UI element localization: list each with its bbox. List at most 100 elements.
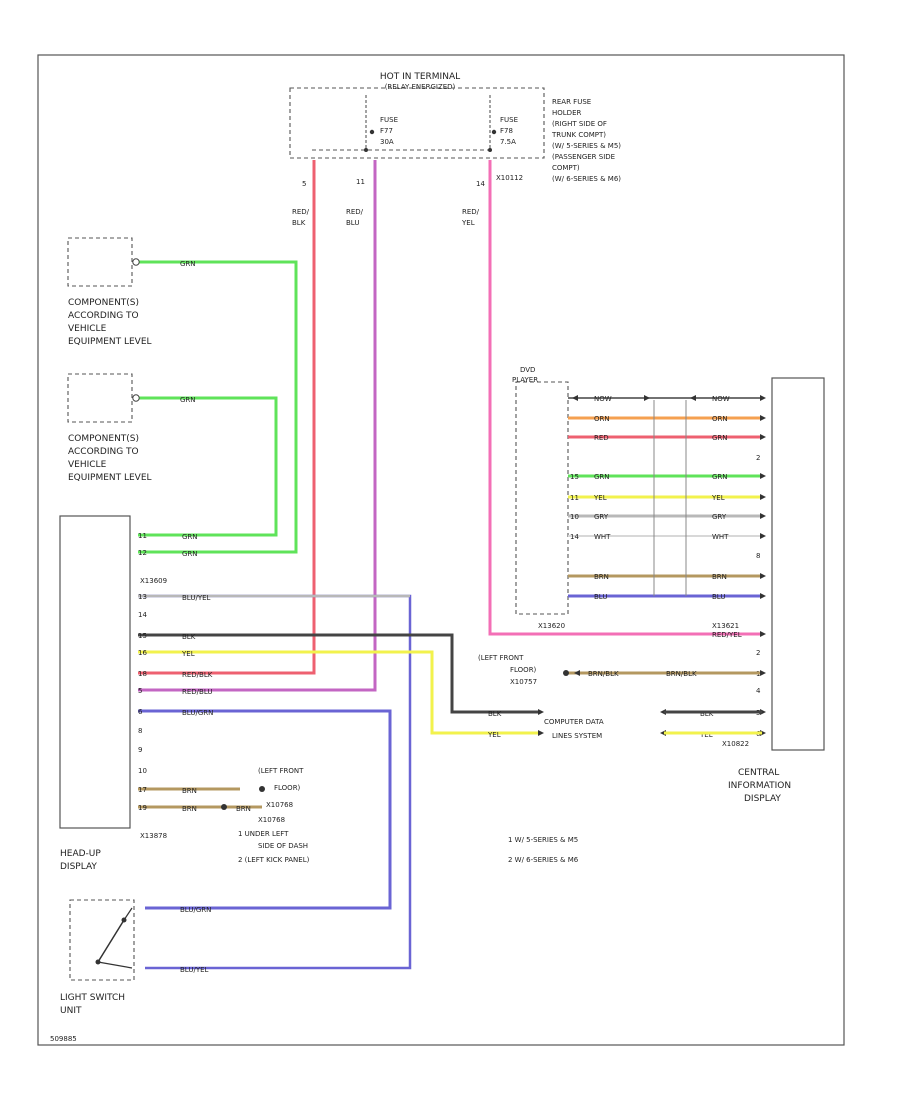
svg-text:BRN: BRN: [712, 573, 727, 581]
dvd-wire-labels-right: NOW ORN GRN GRN YEL GRY WHT BRN BLU: [711, 395, 730, 601]
svg-text:SIDE OF DASH: SIDE OF DASH: [258, 842, 308, 850]
svg-text:16: 16: [138, 649, 147, 657]
svg-text:ORN: ORN: [594, 415, 610, 423]
svg-text:30A: 30A: [380, 138, 394, 146]
dvd-wires: [568, 397, 762, 598]
svg-text:11: 11: [570, 494, 579, 502]
svg-text:ORN: ORN: [712, 415, 728, 423]
connector-label: X13620: [538, 622, 565, 630]
wire-label: RED/: [462, 208, 480, 216]
svg-text:8: 8: [756, 552, 760, 560]
svg-text:GRN: GRN: [712, 473, 728, 481]
pin-label: 5: [302, 180, 306, 188]
dvd-pins-left: 15 11 10 14: [570, 473, 579, 541]
connector-label: X10822: [722, 740, 749, 748]
svg-text:9: 9: [138, 746, 142, 754]
svg-text:LINES SYSTEM: LINES SYSTEM: [552, 732, 602, 740]
dvd-label: PLAYER: [512, 376, 538, 384]
diagram-id: 509885: [50, 1035, 77, 1043]
svg-text:RED/BLK: RED/BLK: [182, 671, 213, 679]
svg-text:BRN: BRN: [182, 805, 197, 813]
svg-text:2: 2: [756, 649, 760, 657]
wire-label: GRN: [180, 260, 196, 268]
svg-text:COMPT): COMPT): [552, 164, 580, 172]
svg-text:(W/ 6-SERIES & M6): (W/ 6-SERIES & M6): [552, 175, 621, 183]
wire-label: YEL: [461, 219, 475, 227]
wire-label: BRN/BLK: [588, 670, 619, 678]
svg-text:BLK: BLK: [488, 710, 502, 718]
svg-text:12: 12: [138, 549, 147, 557]
component-label: EQUIPMENT LEVEL: [68, 473, 152, 483]
svg-text:BLK: BLK: [182, 633, 196, 641]
svg-text:HOLDER: HOLDER: [552, 109, 581, 117]
wire-grn-2: [138, 396, 278, 537]
svg-text:17: 17: [138, 786, 147, 794]
component-label: ACCORDING TO: [68, 311, 139, 321]
svg-text:13: 13: [138, 593, 147, 601]
svg-text:1 UNDER LEFT: 1 UNDER LEFT: [238, 830, 289, 838]
svg-text:WHT: WHT: [594, 533, 611, 541]
pin-label: 14: [476, 180, 485, 188]
wire-label: GRN: [180, 396, 196, 404]
svg-text:X10768: X10768: [258, 816, 285, 824]
cid-name: INFORMATION: [728, 781, 791, 791]
wire-label: BLU/GRN: [180, 906, 211, 914]
central-information-display-box: [771, 377, 825, 751]
left-ground-labels: (LEFT FRONT FLOOR) X10768 X10768 1 UNDER…: [238, 767, 310, 864]
light-switch-name: LIGHT SWITCH: [60, 993, 125, 1003]
ground-terminal: [259, 786, 265, 792]
light-switch-box: [69, 899, 135, 981]
svg-text:14: 14: [138, 611, 147, 619]
wire-grn-1: [138, 260, 298, 554]
svg-text:19: 19: [138, 804, 147, 812]
wire-blu-grn: [138, 709, 392, 910]
svg-text:11: 11: [138, 532, 147, 540]
svg-text:F77: F77: [380, 127, 393, 135]
floor-ground-label: FLOOR): [510, 666, 537, 674]
svg-text:BLU/GRN: BLU/GRN: [182, 709, 213, 717]
ground-terminal: [221, 804, 227, 810]
wire-label: RED/: [292, 208, 310, 216]
svg-text:YEL: YEL: [699, 731, 713, 739]
svg-text:REAR FUSE: REAR FUSE: [552, 98, 591, 106]
svg-text:GRN: GRN: [182, 550, 198, 558]
svg-text:GRN: GRN: [182, 533, 198, 541]
svg-text:YEL: YEL: [181, 650, 195, 658]
connector-label: X10757: [510, 678, 537, 686]
wire-blk: [138, 633, 540, 714]
dvd-label: DVD: [520, 366, 535, 374]
svg-text:TRUNK COMPT): TRUNK COMPT): [551, 131, 606, 139]
svg-text:GRN: GRN: [712, 434, 728, 442]
svg-text:FLOOR): FLOOR): [274, 784, 301, 792]
dvd-wire-labels-left: NOW ORN RED GRN YEL GRY WHT BRN BLU: [593, 395, 612, 601]
component-label: VEHICLE: [68, 324, 107, 334]
svg-text:7.5A: 7.5A: [500, 138, 516, 146]
component-label: ACCORDING TO: [68, 447, 139, 457]
component-label: COMPONENT(S): [68, 434, 139, 444]
svg-text:8: 8: [138, 727, 142, 735]
svg-text:X10768: X10768: [266, 801, 293, 809]
svg-text:RED: RED: [594, 434, 609, 442]
switch-contact: [97, 919, 125, 963]
svg-text:YEL: YEL: [487, 731, 501, 739]
wire-label: BRN/BLK: [666, 670, 697, 678]
svg-text:BLU: BLU: [594, 593, 607, 601]
svg-text:BRN: BRN: [236, 805, 251, 813]
svg-text:BRN: BRN: [594, 573, 609, 581]
svg-text:14: 14: [570, 533, 579, 541]
wire-yel: [138, 650, 540, 735]
svg-text:2: 2: [756, 454, 760, 462]
wire-label: BLU/YEL: [180, 966, 209, 974]
hud-name: DISPLAY: [60, 862, 97, 872]
hot-box-title: HOT IN TERMINAL: [380, 72, 460, 82]
svg-text:(PASSENGER SIDE: (PASSENGER SIDE: [552, 153, 615, 161]
svg-text:10: 10: [138, 767, 147, 775]
dvd-pins-right: 2 8: [756, 454, 760, 560]
svg-text:15: 15: [138, 632, 147, 640]
svg-text:BLU: BLU: [712, 593, 725, 601]
svg-text:NOW: NOW: [712, 395, 730, 403]
floor-ground-label: (LEFT FRONT: [478, 654, 524, 662]
connector-arrows: [572, 395, 766, 637]
cid-name: DISPLAY: [744, 794, 781, 804]
